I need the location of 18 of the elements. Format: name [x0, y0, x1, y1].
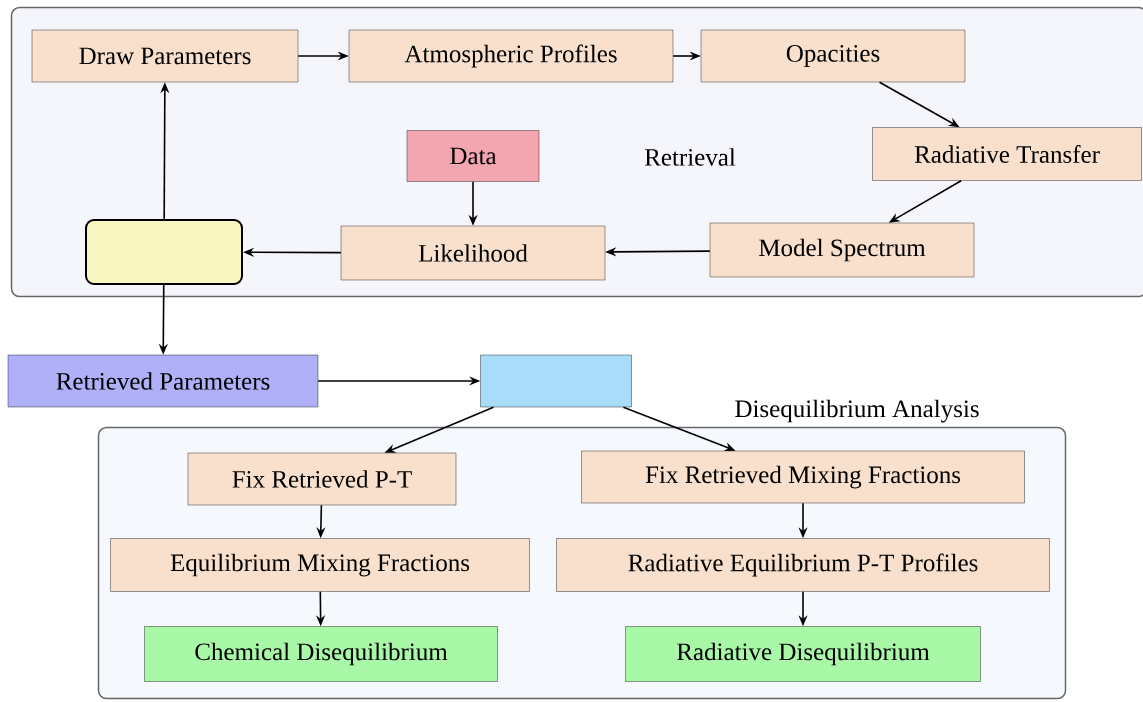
process-box: Equilibrium Mixing Fractions: [110, 538, 530, 592]
blank-box: [85, 219, 243, 285]
process-box: Radiative Disequilibrium: [625, 626, 981, 682]
process-box: Model Spectrum: [709, 222, 975, 278]
process-box: Likelihood: [340, 225, 606, 281]
panel-heading: Disequilibrium Analysis: [735, 399, 979, 423]
process-box: Draw Parameters: [31, 29, 299, 83]
blank-box: [480, 354, 632, 408]
process-box: Opacities: [700, 29, 966, 83]
panel-heading: Retrieval: [644, 148, 736, 166]
process-box: Fix Retrieved P-T: [187, 452, 457, 506]
process-box: Data: [406, 130, 540, 182]
process-box: Atmospheric Profiles: [348, 29, 674, 83]
process-box: Radiative Transfer: [872, 127, 1142, 181]
process-box: Retrieved Parameters: [7, 354, 319, 408]
process-box: Fix Retrieved Mixing Fractions: [581, 450, 1025, 504]
process-box: Chemical Disequilibrium: [144, 626, 498, 682]
process-box: Radiative Equilibrium P-T Profiles: [556, 538, 1050, 592]
